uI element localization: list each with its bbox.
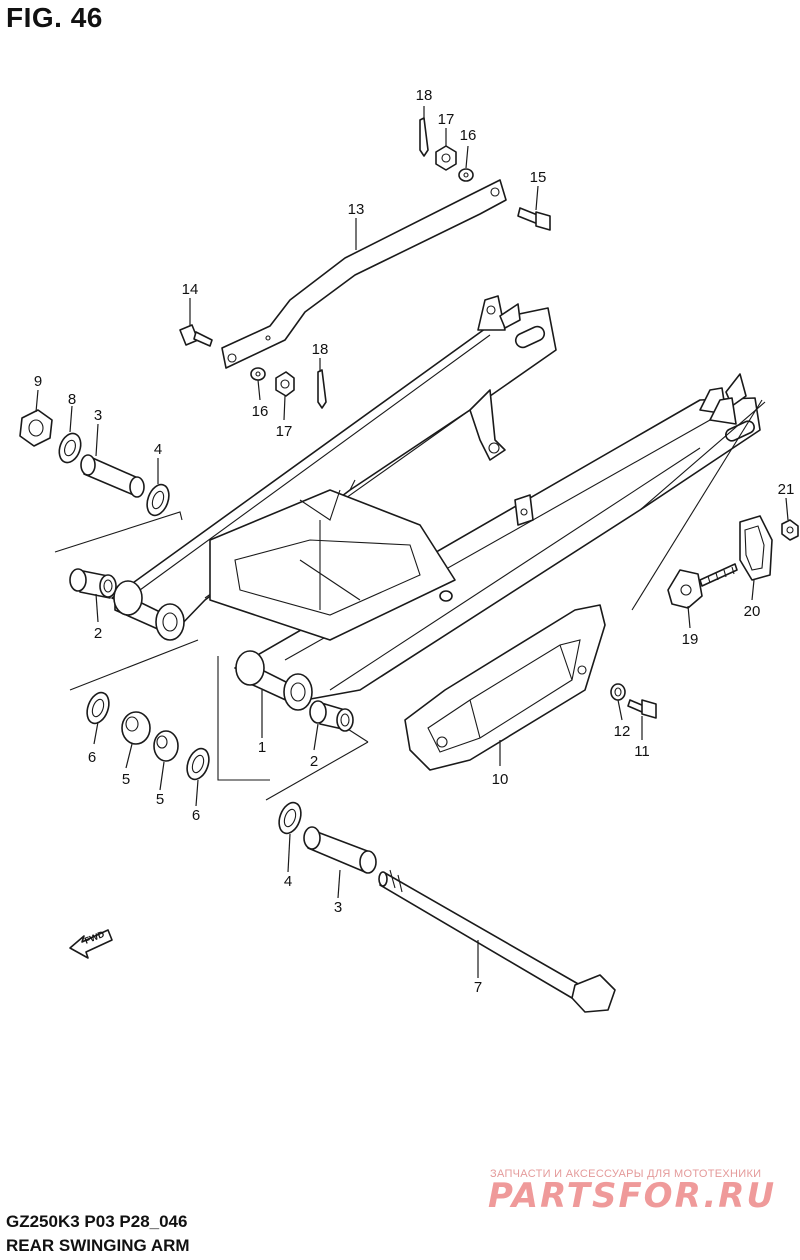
washer-4-lower <box>278 801 302 835</box>
washer-16-upper <box>458 168 474 182</box>
washer-8 <box>58 432 82 464</box>
callout-3-lower: 3 <box>334 899 342 916</box>
callout-14: 14 <box>182 281 199 298</box>
callout-16-lower: 16 <box>252 403 269 420</box>
nut-17-upper <box>435 145 457 171</box>
nut-21 <box>781 519 799 541</box>
callout-17-upper: 17 <box>438 111 455 128</box>
callout-12: 12 <box>614 723 631 740</box>
callout-5-right: 5 <box>156 791 164 808</box>
torque-link-13 <box>221 179 507 369</box>
watermark-tagline: ЗАПЧАСТИ И АКСЕССУАРЫ ДЛЯ МОТОТЕХНИКИ <box>490 1168 762 1180</box>
callout-15: 15 <box>530 169 547 186</box>
nut-17-lower <box>275 371 295 397</box>
swing-arm-body <box>111 295 766 711</box>
callout-18-lower: 18 <box>312 341 329 358</box>
callout-8: 8 <box>68 391 76 408</box>
exploded-view-diagram: FWD <box>19 87 799 1013</box>
callout-7: 7 <box>474 979 482 996</box>
bolt-15 <box>517 207 551 231</box>
callout-17-lower: 17 <box>276 423 293 440</box>
spacer-3-upper <box>80 454 145 498</box>
callout-2-lower: 2 <box>310 753 318 770</box>
bushing-5-left <box>121 711 151 745</box>
seal-6-left <box>86 691 110 725</box>
washer-4-upper <box>146 483 170 517</box>
seal-6-right <box>186 747 210 781</box>
callout-3-upper: 3 <box>94 407 102 424</box>
callout-1: 1 <box>258 739 266 756</box>
spacer-3-lower <box>303 826 377 874</box>
callout-6-left: 6 <box>88 749 96 766</box>
bearing-2-upper <box>69 568 117 599</box>
callout-6-right: 6 <box>192 807 200 824</box>
bolt-11 <box>627 699 657 719</box>
callout-10: 10 <box>492 771 509 788</box>
callout-2-upper: 2 <box>94 625 102 642</box>
chain-adjuster-19 <box>667 563 738 609</box>
washer-16-lower <box>250 367 266 381</box>
model-code: GZ250K3 P03 P28_046 <box>6 1212 188 1231</box>
callout-13: 13 <box>348 201 365 218</box>
bearing-2-lower <box>309 700 354 732</box>
callout-11: 11 <box>634 743 650 760</box>
figure-title: FIG. 46 <box>6 2 103 33</box>
chain-case-10 <box>404 604 606 771</box>
callout-4-upper: 4 <box>154 441 162 458</box>
washer-12 <box>610 683 626 701</box>
callout-18-upper: 18 <box>416 87 433 104</box>
cotter-pin-18-lower <box>317 369 327 409</box>
bolt-14 <box>179 324 213 347</box>
watermark-brand: PARTSFOR.RU <box>488 1176 777 1216</box>
callout-9: 9 <box>34 373 42 390</box>
cotter-pin-18-upper <box>419 117 429 157</box>
callout-5-left: 5 <box>122 771 130 788</box>
callouts: 1 2 2 3 3 4 4 5 5 6 6 7 8 9 10 11 12 13 … <box>34 87 795 996</box>
bushing-5-right <box>153 730 179 762</box>
forward-arrow-icon: FWD <box>69 929 113 959</box>
callout-21: 21 <box>778 481 795 498</box>
callout-16-upper: 16 <box>460 127 477 144</box>
diagram-title: REAR SWINGING ARM <box>6 1236 190 1255</box>
callout-4-lower: 4 <box>284 873 292 890</box>
pivot-shaft-7 <box>378 869 616 1013</box>
washer-small-case <box>439 590 453 602</box>
assembly-outline <box>54 399 763 801</box>
nut-9 <box>19 409 53 447</box>
leader-lines <box>35 106 789 978</box>
rubber-block-20 <box>739 515 773 581</box>
callout-20: 20 <box>744 603 761 620</box>
callout-19: 19 <box>682 631 699 648</box>
